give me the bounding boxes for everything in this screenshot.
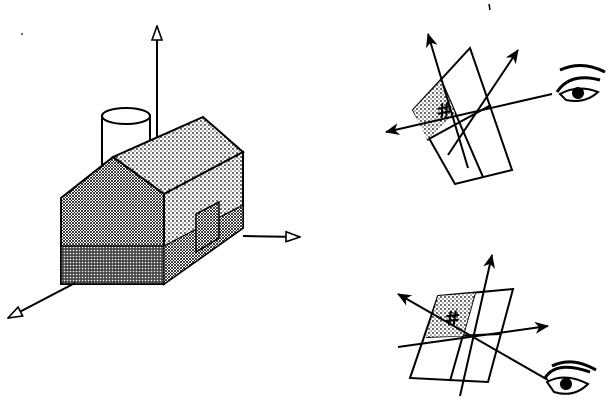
axis-x-arrow-icon: [242, 236, 300, 237]
arrow-up-left-icon: [425, 33, 469, 169]
house-panel: [8, 26, 300, 318]
eye-icon: [555, 64, 606, 102]
view-plane-top: #: [385, 33, 606, 186]
axis-z-arrow-icon: [8, 282, 76, 318]
eye-icon: [543, 360, 597, 395]
stray-dot: [21, 33, 23, 35]
house-icon: [60, 115, 245, 286]
view-plane-bottom: #: [397, 254, 597, 397]
view-direction-arrow-icon: [397, 293, 549, 381]
view-direction-arrow-icon: [385, 93, 553, 135]
arrow-up-right-icon: [447, 49, 519, 156]
stray-mark: [488, 3, 491, 11]
grid-symbol: #: [443, 305, 462, 331]
arrow-up-icon: [459, 254, 495, 397]
